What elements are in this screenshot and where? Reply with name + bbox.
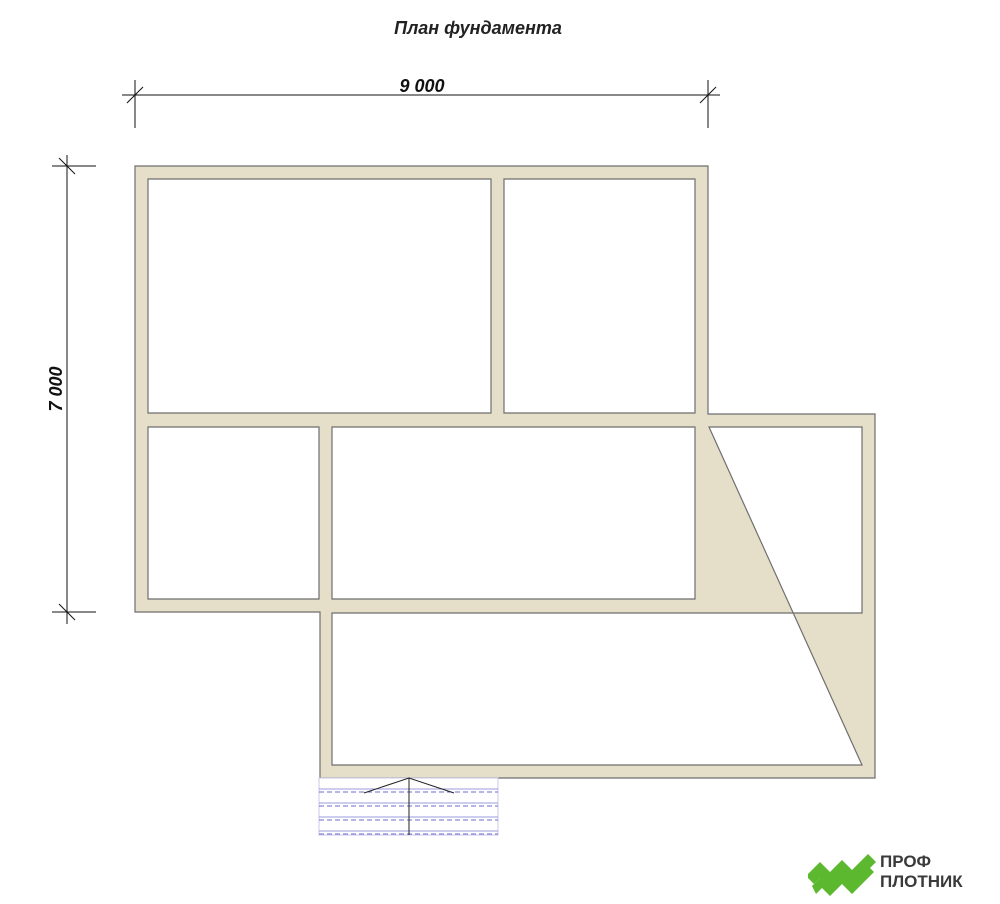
width-dimension-label: 9 000 bbox=[399, 76, 444, 96]
brand-name-line1: ПРОФ bbox=[880, 852, 932, 871]
height-dimension bbox=[52, 155, 96, 624]
drawing-title: План фундамента bbox=[394, 18, 562, 38]
brand-logo-icon bbox=[808, 854, 876, 896]
width-dimension bbox=[122, 80, 720, 128]
brand-name-line2: ПЛОТНИК bbox=[880, 872, 963, 891]
entrance-steps bbox=[318, 777, 499, 836]
brand-name: ПРОФ ПЛОТНИК bbox=[880, 852, 963, 892]
height-dimension-label: 7 000 bbox=[46, 366, 66, 411]
foundation-walls bbox=[134, 165, 876, 779]
